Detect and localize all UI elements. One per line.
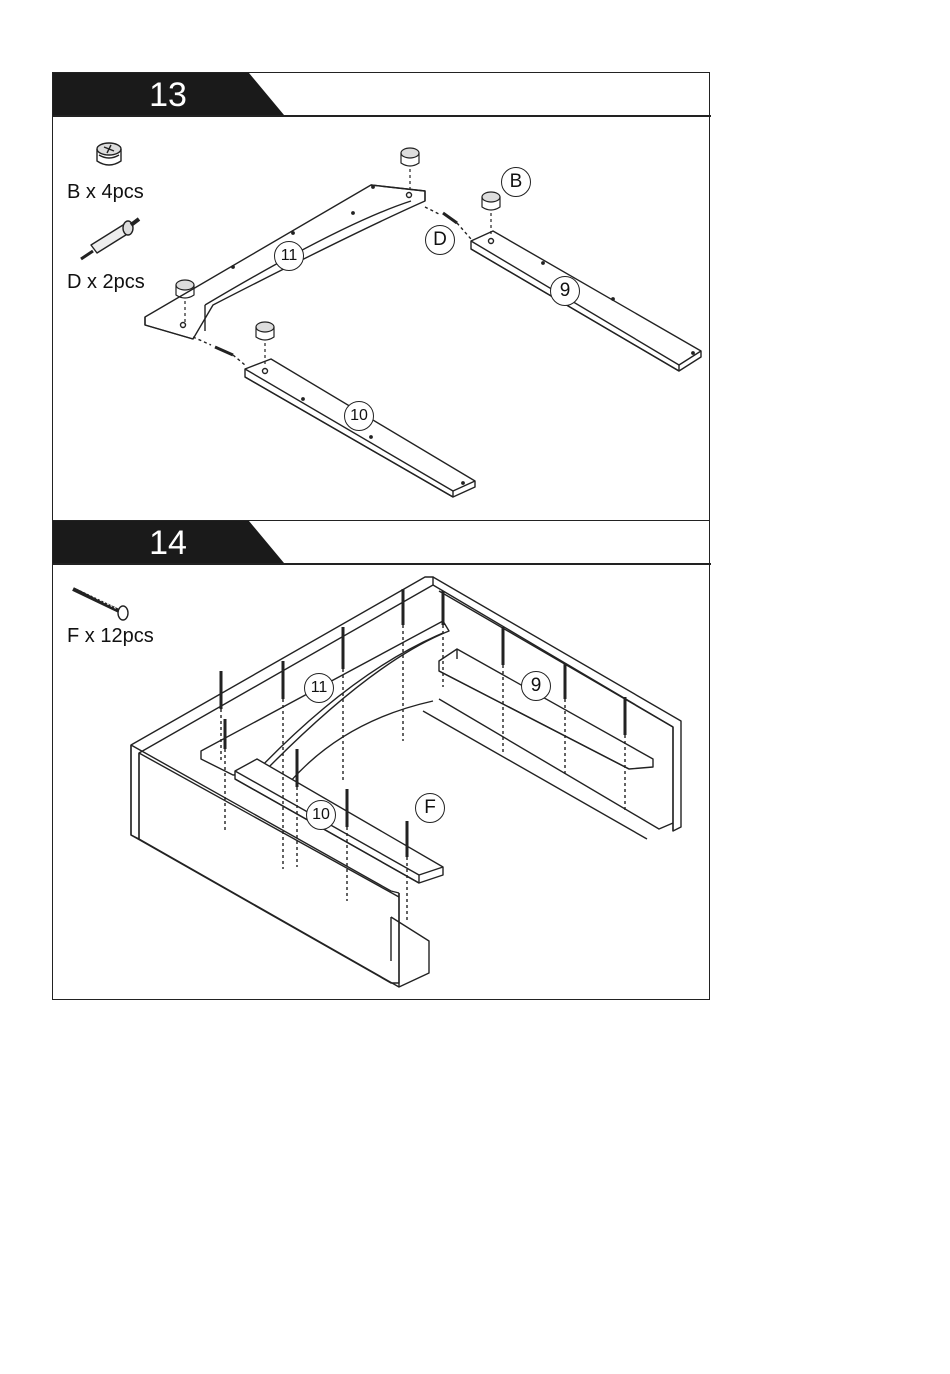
part-10-callout: 10 — [344, 401, 374, 431]
part-9-callout: 9 — [521, 671, 551, 701]
cam-lock-icon — [97, 143, 121, 165]
hardware-b-label: B x 4pcs — [67, 181, 144, 204]
cam-lock-icon — [482, 192, 500, 237]
part-9-panel — [471, 231, 701, 371]
step-13-panel: 13 — [52, 72, 710, 521]
step-14-drawing — [53, 521, 711, 1001]
part-11-callout: 11 — [304, 673, 334, 703]
cam-bolt-icon — [81, 219, 139, 259]
part-9-callout: 9 — [550, 276, 580, 306]
step-13-drawing — [53, 73, 711, 522]
part-10-callout: 10 — [306, 800, 336, 830]
cabinet-frame — [131, 577, 681, 987]
hardware-b-callout: B — [501, 167, 531, 197]
hardware-d-callout: D — [425, 225, 455, 255]
step-14-panel: 14 — [52, 520, 710, 1000]
cam-bolt-icon — [193, 337, 245, 365]
cam-lock-icon — [401, 148, 419, 191]
hardware-f-label: F x 12pcs — [67, 625, 154, 648]
hardware-f-callout: F — [415, 793, 445, 823]
hardware-d-label: D x 2pcs — [67, 271, 145, 294]
part-9-panel — [439, 649, 653, 769]
part-11-callout: 11 — [274, 241, 304, 271]
screw-icon — [73, 587, 128, 620]
